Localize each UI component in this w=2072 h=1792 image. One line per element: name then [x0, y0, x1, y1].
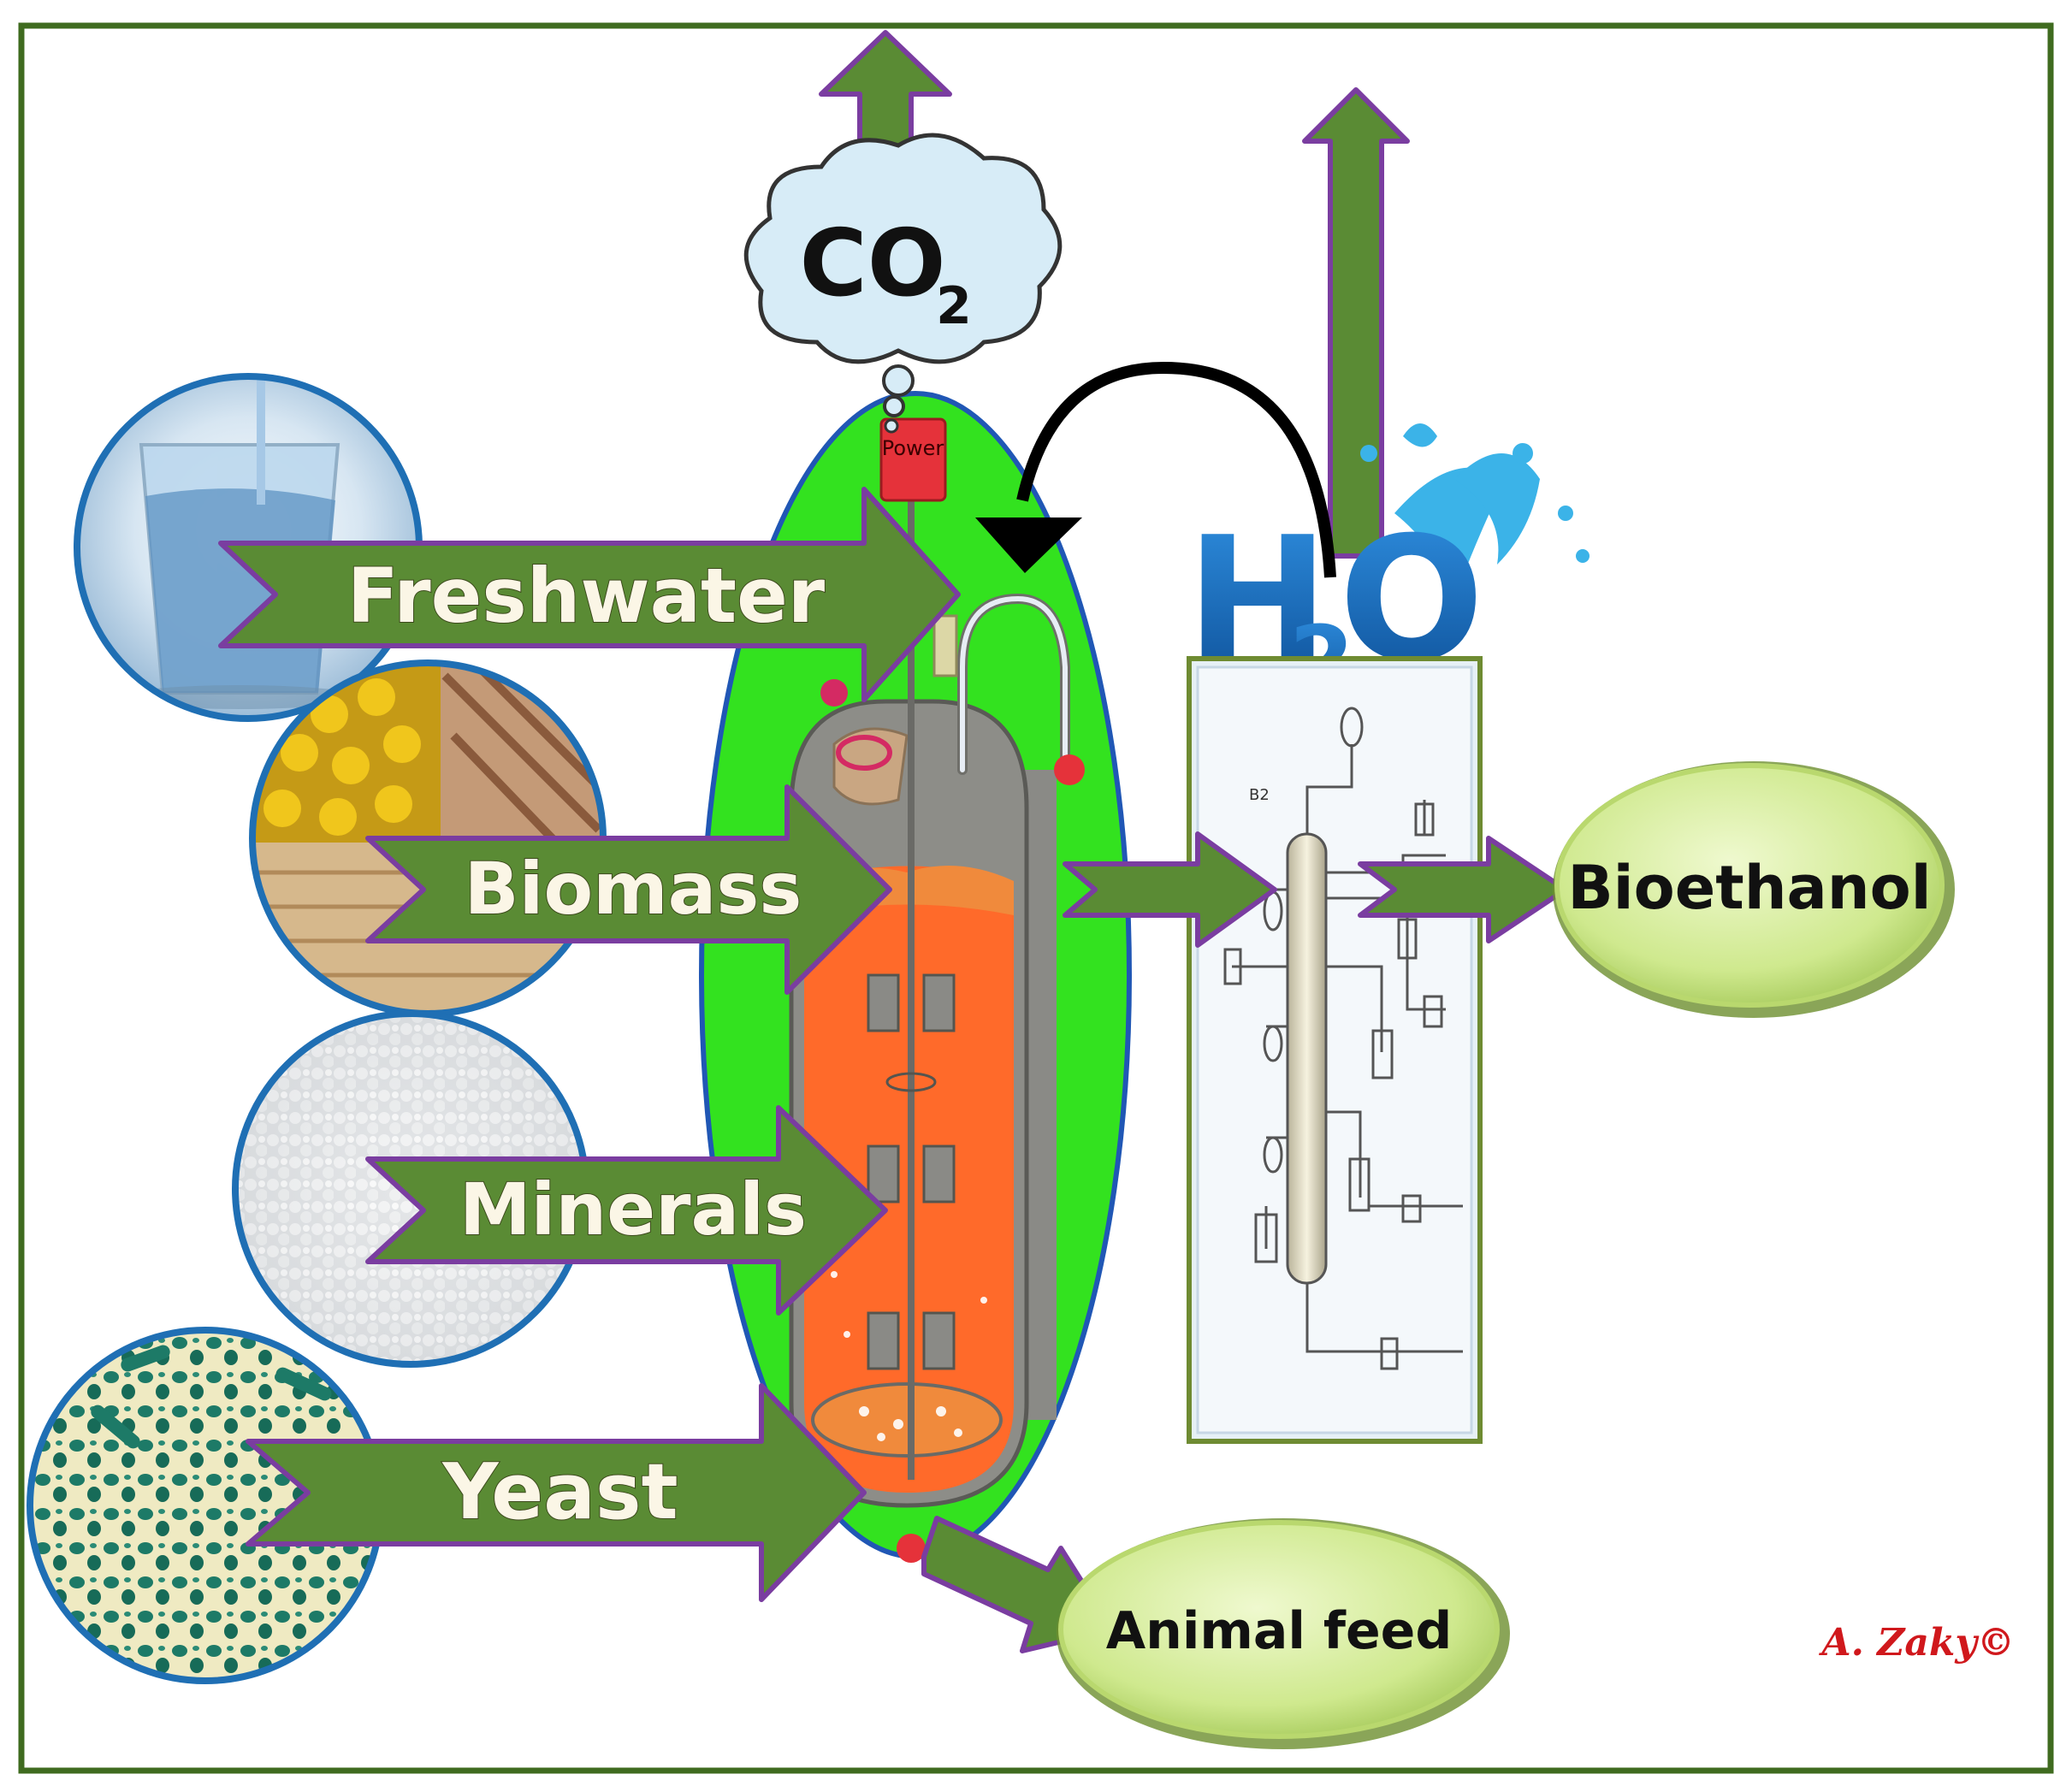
animal-feed-output: Animal feed: [1057, 1518, 1510, 1749]
arrow-h2o-up: [1302, 87, 1410, 559]
water-splash: [1360, 423, 1590, 599]
co2-label: CO: [799, 210, 945, 317]
co2-cloud: CO 2: [743, 133, 1063, 434]
input-label-freshwater: Freshwater: [347, 552, 826, 640]
recycle-arrowhead: [975, 517, 1082, 573]
arrow-to-bioethanol: [1358, 836, 1568, 943]
arrow-yeast: Yeast: [246, 1383, 867, 1602]
distillation-unit: B2: [1187, 656, 1483, 1444]
distillation-column: [1286, 832, 1328, 1285]
copyright-credit: A. Zaky©: [1819, 1621, 2015, 1665]
input-label-yeast: Yeast: [441, 1447, 678, 1537]
bioethanol-output: Bioethanol: [1553, 761, 1955, 1018]
recycle-arrow: [1016, 361, 1336, 578]
fermenter-vessel: [789, 699, 1057, 1508]
output-label-bioethanol: Bioethanol: [1567, 853, 1931, 923]
input-label-biomass: Biomass: [465, 847, 802, 931]
diagram-border: [18, 22, 2054, 1774]
power-label: Power: [882, 436, 944, 460]
output-label-animal-feed: Animal feed: [1106, 1601, 1453, 1661]
arrow-to-distillation: [1063, 831, 1277, 948]
co2-subscript: 2: [936, 276, 972, 336]
arrow-minerals: Minerals: [365, 1105, 888, 1316]
distillation-column-tag: B2: [1249, 786, 1270, 804]
arrow-freshwater: Freshwater: [218, 487, 961, 702]
input-label-minerals: Minerals: [459, 1168, 807, 1251]
arrow-biomass: Biomass: [365, 784, 892, 995]
reactor-piping: [820, 593, 1085, 1563]
power-motor: Power: [879, 417, 947, 502]
